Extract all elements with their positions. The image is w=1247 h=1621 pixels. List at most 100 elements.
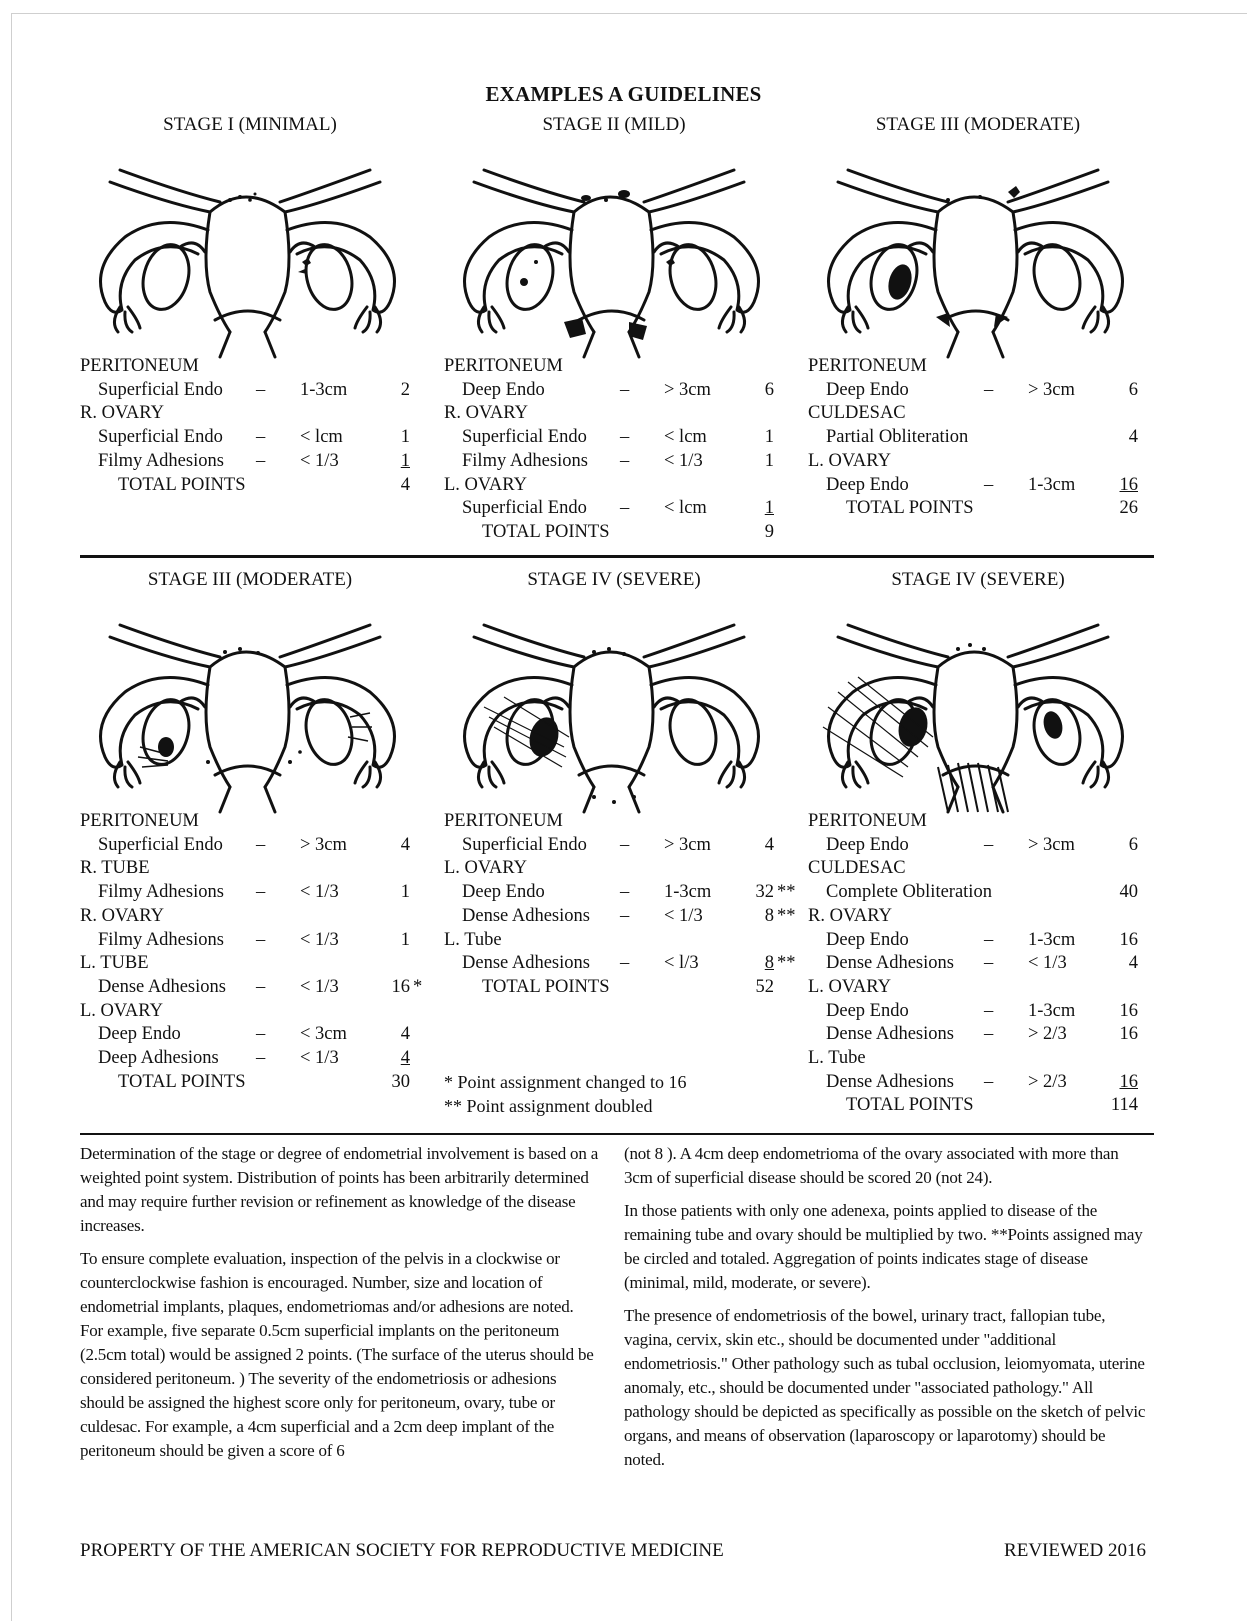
category-label: R. TUBE — [80, 858, 150, 879]
score-category: L. OVARY — [444, 475, 804, 499]
item-label: Dense Adhesions — [826, 1072, 954, 1093]
points-value: 16 — [1098, 1001, 1138, 1022]
total-label: TOTAL POINTS — [846, 498, 974, 519]
total-points-value: 30 — [370, 1072, 410, 1093]
points-marker: * — [413, 977, 422, 998]
score-category: R. TUBE — [80, 858, 440, 882]
pelvis-sketch — [80, 142, 420, 367]
dash: – — [984, 475, 993, 496]
size-value: < l/3 — [664, 953, 699, 974]
total-points-value: 26 — [1098, 498, 1138, 519]
total-points-value: 9 — [734, 522, 774, 543]
footnote-doubled: ** Point assignment doubled — [444, 1096, 653, 1117]
score-row: Filmy Adhesions–< 1/31 — [80, 882, 440, 906]
points-value: 1 — [370, 882, 410, 903]
category-label: PERITONEUM — [80, 356, 199, 377]
dash: – — [620, 380, 629, 401]
score-total-row: TOTAL POINTS52 — [444, 977, 804, 1001]
size-value: < lcm — [664, 498, 707, 519]
points-value: 1 — [370, 930, 410, 951]
paragraph: Determination of the stage or degree of … — [80, 1142, 600, 1238]
total-label: TOTAL POINTS — [482, 977, 610, 998]
dash: – — [620, 498, 629, 519]
item-label: Deep Endo — [826, 835, 909, 856]
size-value: < 1/3 — [1028, 953, 1067, 974]
score-category: PERITONEUM — [444, 356, 804, 380]
item-label: Dense Adhesions — [462, 906, 590, 927]
size-value: > 3cm — [664, 380, 711, 401]
item-label: Filmy Adhesions — [98, 930, 224, 951]
item-label: Superficial Endo — [462, 498, 587, 519]
item-label: Deep Adhesions — [98, 1048, 219, 1069]
item-label: Filmy Adhesions — [462, 451, 588, 472]
score-row: Deep Endo – 1-3cm 16 — [808, 475, 1168, 499]
total-label: TOTAL POINTS — [846, 1095, 974, 1116]
score-category: PERITONEUM — [808, 811, 1168, 835]
category-label: L. OVARY — [808, 451, 891, 472]
score-category: R. OVARY — [80, 403, 440, 427]
category-label: PERITONEUM — [808, 811, 927, 832]
size-value: > 2/3 — [1028, 1072, 1067, 1093]
size-value: < 1/3 — [300, 451, 339, 472]
dash: – — [984, 380, 993, 401]
points-value: 2 — [370, 380, 410, 401]
points-value: 6 — [1098, 835, 1138, 856]
points-value: 16 — [1098, 475, 1138, 496]
size-value: < 1/3 — [664, 906, 703, 927]
item-label: Deep Endo — [826, 930, 909, 951]
category-label: PERITONEUM — [444, 356, 563, 377]
category-label: CULDESAC — [808, 858, 906, 879]
item-label: Complete Obliteration — [826, 882, 992, 903]
pelvis-sketch — [808, 142, 1148, 367]
points-value: 6 — [734, 380, 774, 401]
pelvis-sketch — [80, 597, 420, 822]
item-label: Deep Endo — [826, 475, 909, 496]
score-category: PERITONEUM — [80, 356, 440, 380]
points-value: 32 — [734, 882, 774, 903]
item-label: Superficial Endo — [98, 835, 223, 856]
dash: – — [256, 882, 265, 903]
size-value: < lcm — [300, 427, 343, 448]
dash: – — [256, 835, 265, 856]
score-row: Superficial Endo–< lcm1 — [444, 427, 804, 451]
score-category: PERITONEUM — [444, 811, 804, 835]
score-category: CULDESAC — [808, 858, 1168, 882]
explanation-right: (not 8 ). A 4cm deep endometrioma of the… — [624, 1142, 1146, 1481]
category-label: L. OVARY — [80, 1001, 163, 1022]
size-value: < 1/3 — [300, 977, 339, 998]
category-label: R. OVARY — [808, 906, 892, 927]
total-label: TOTAL POINTS — [118, 475, 246, 496]
item-label: Superficial Endo — [98, 380, 223, 401]
category-label: PERITONEUM — [80, 811, 199, 832]
category-label: R. OVARY — [444, 403, 528, 424]
item-label: Deep Endo — [826, 380, 909, 401]
score-category: L. OVARY — [80, 1001, 440, 1025]
category-label: L. Tube — [808, 1048, 866, 1069]
dash: – — [984, 1072, 993, 1093]
size-value: 1-3cm — [1028, 475, 1075, 496]
score-category: CULDESAC — [808, 403, 1168, 427]
stage-title: STAGE II (MILD) — [434, 114, 794, 136]
pelvis-sketch — [444, 142, 784, 367]
category-label: CULDESAC — [808, 403, 906, 424]
pelvis-sketch — [444, 597, 784, 822]
category-label: L. TUBE — [80, 953, 149, 974]
points-value: 16 — [1098, 930, 1138, 951]
points-value: 4 — [370, 835, 410, 856]
item-label: Dense Adhesions — [462, 953, 590, 974]
stage-title: STAGE I (MINIMAL) — [70, 114, 430, 136]
dash: – — [256, 1024, 265, 1045]
dash: – — [256, 451, 265, 472]
score-row: Filmy Adhesions–< 1/31 — [80, 451, 440, 475]
dash: – — [984, 1024, 993, 1045]
size-value: < 1/3 — [300, 930, 339, 951]
score-category: L. TUBE — [80, 953, 440, 977]
dash: – — [620, 427, 629, 448]
score-category: L. Tube — [444, 930, 804, 954]
points-value: 1 — [734, 498, 774, 519]
